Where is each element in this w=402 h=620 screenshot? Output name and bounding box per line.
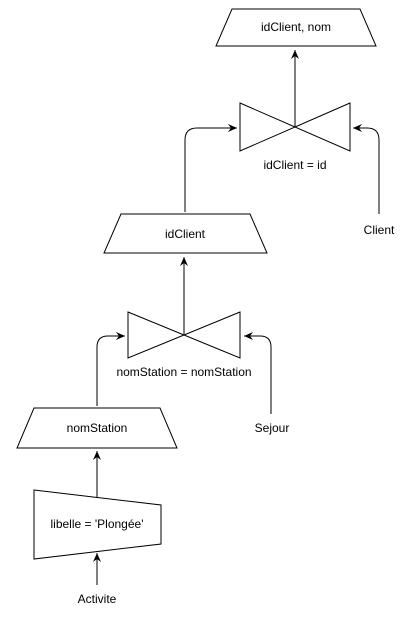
edge-sejour-to-join-bottom: [244, 332, 272, 414]
selection-shape: [33, 489, 162, 560]
join-node-top: idClient = id: [239, 102, 351, 172]
join-shape-bottom: [127, 311, 186, 359]
join-shape-top-right: [293, 102, 351, 152]
projection-label-middle: idClient: [165, 227, 206, 241]
projection-label-bottom: nomStation: [67, 421, 128, 435]
source-sejour: Sejour: [255, 421, 290, 435]
join-node-bottom: nomStation = nomStation: [116, 311, 252, 379]
edge-projection-middle-to-join-top: [184, 124, 237, 212]
source-activite: Activite: [78, 592, 117, 606]
projection-label-top: idClient, nom: [261, 20, 331, 34]
join-condition-bottom: nomStation = nomStation: [116, 365, 251, 379]
projection-node-top: idClient, nom: [215, 8, 377, 47]
projection-shape-top: [215, 8, 377, 47]
projection-shape-middle: [103, 213, 268, 254]
selection-condition: libelle = 'Plongée': [51, 517, 144, 531]
edge-client-to-join-top: [353, 124, 380, 214]
join-shape-bottom-right: [182, 311, 241, 359]
projection-node-middle: idClient: [103, 213, 268, 254]
selection-node: libelle = 'Plongée': [33, 489, 162, 560]
projection-node-bottom: nomStation: [16, 407, 178, 449]
projection-shape-bottom: [16, 407, 178, 449]
edge-projection-bottom-to-join-bottom: [96, 332, 125, 406]
source-client: Client: [364, 223, 395, 237]
join-condition-top: idClient = id: [263, 158, 326, 172]
join-shape-top: [239, 102, 297, 152]
